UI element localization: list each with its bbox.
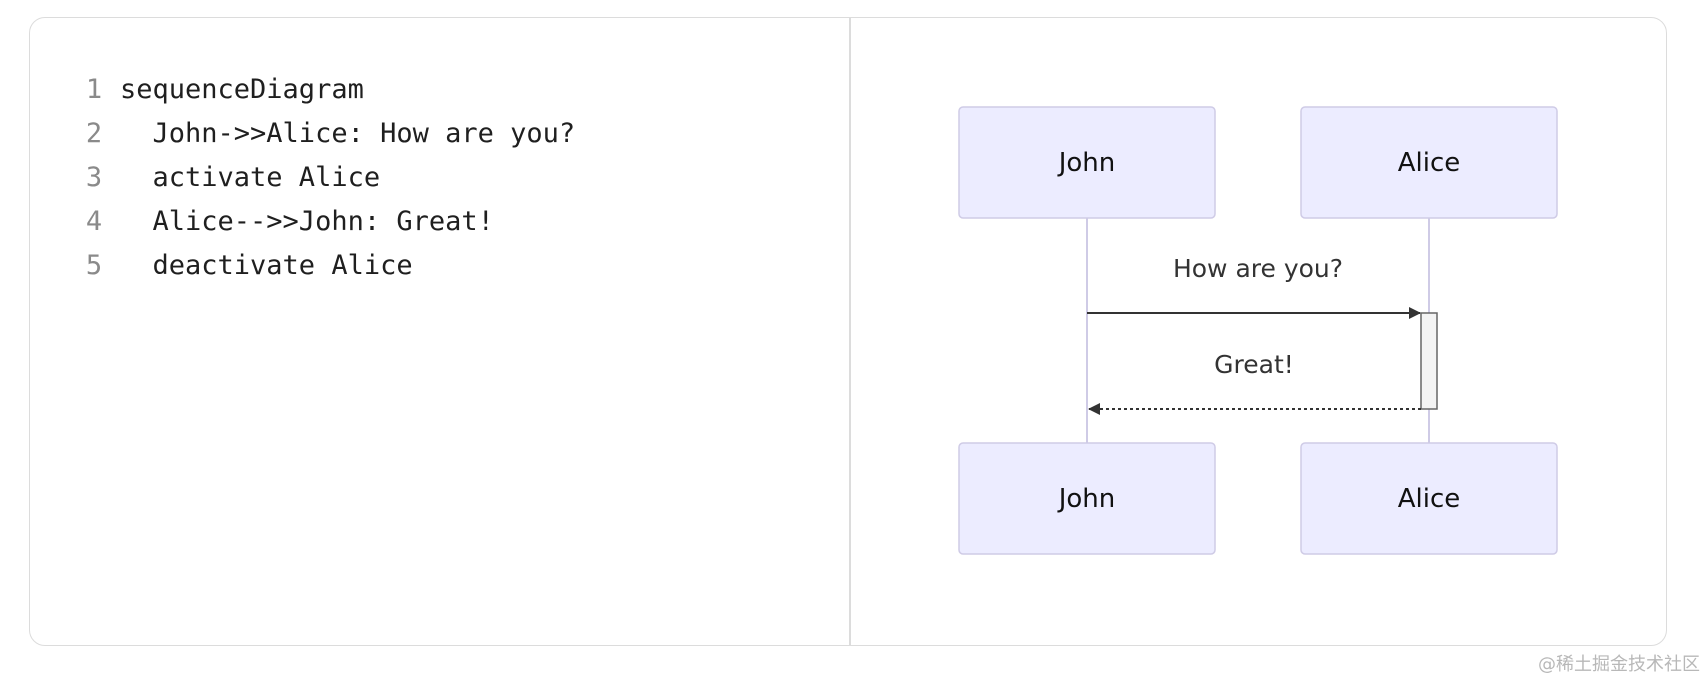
actor-label-alice-top: Alice bbox=[1398, 148, 1461, 178]
activation-bar-alice bbox=[1420, 312, 1438, 410]
actor-box-alice-top[interactable] bbox=[1300, 106, 1558, 219]
pane-divider bbox=[849, 17, 851, 646]
actor-label-john-top: John bbox=[1057, 148, 1116, 178]
code-line-1[interactable]: 1 sequenceDiagram bbox=[68, 68, 575, 112]
actor-label-alice-bottom: Alice bbox=[1398, 484, 1461, 514]
line-text[interactable]: sequenceDiagram bbox=[120, 74, 364, 105]
code-line-2[interactable]: 2 John->>Alice: How are you? bbox=[68, 112, 575, 156]
line-text[interactable]: deactivate Alice bbox=[120, 250, 413, 281]
line-number: 4 bbox=[85, 206, 103, 237]
message-label-1: How are you? bbox=[1173, 254, 1343, 283]
line-number: 3 bbox=[85, 162, 103, 193]
actor-box-alice-bottom[interactable] bbox=[1300, 442, 1558, 555]
actor-box-john-top[interactable] bbox=[958, 106, 1216, 219]
line-text[interactable]: activate Alice bbox=[120, 162, 381, 193]
line-number: 2 bbox=[85, 118, 103, 149]
code-line-5[interactable]: 5 deactivate Alice bbox=[68, 244, 575, 288]
watermark: @稀土掘金技术社区 bbox=[1538, 654, 1700, 675]
line-number: 1 bbox=[85, 74, 103, 105]
code-line-3[interactable]: 3 activate Alice bbox=[68, 156, 575, 200]
actor-box-john-bottom[interactable] bbox=[958, 442, 1216, 555]
line-text[interactable]: Alice-->>John: Great! bbox=[120, 206, 494, 237]
line-number: 5 bbox=[85, 250, 103, 281]
actor-label-john-bottom: John bbox=[1057, 484, 1116, 514]
line-text[interactable]: John->>Alice: How are you? bbox=[120, 118, 576, 149]
code-editor[interactable]: 1 sequenceDiagram 2 John->>Alice: How ar… bbox=[68, 68, 575, 288]
message-label-2: Great! bbox=[1214, 350, 1294, 379]
code-line-4[interactable]: 4 Alice-->>John: Great! bbox=[68, 200, 575, 244]
